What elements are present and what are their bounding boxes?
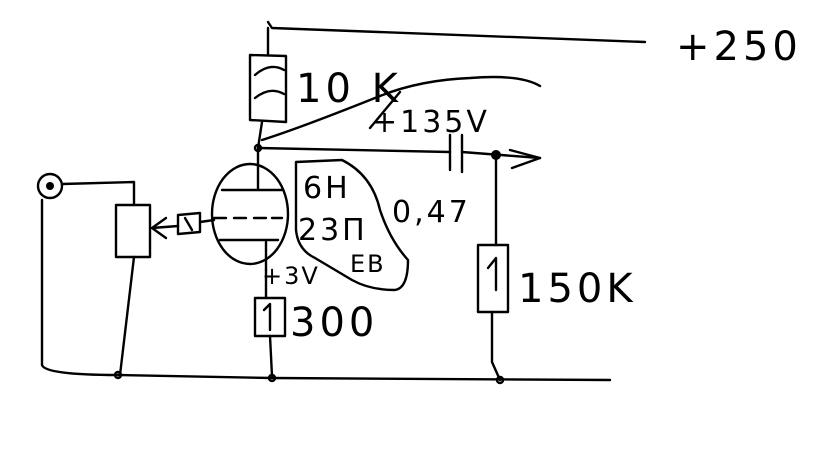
cathode-resistor-mark bbox=[262, 302, 272, 332]
capacitor-label: 0,47 bbox=[392, 195, 471, 230]
pot-wiper-arrow bbox=[150, 216, 180, 240]
ground-junction-cathode bbox=[267, 373, 277, 383]
input-wire bbox=[40, 180, 136, 377]
cathode-voltage-label: +3V bbox=[262, 262, 320, 290]
anode-resistor-label: 10 K bbox=[296, 66, 402, 112]
cathode-resistor-label: 300 bbox=[290, 300, 378, 346]
ground-junction-grid bbox=[495, 375, 505, 385]
coupling-capacitor bbox=[448, 133, 464, 174]
grid-resistor-wire bbox=[490, 156, 502, 382]
vacuum-tube bbox=[210, 162, 290, 266]
tube-cathode bbox=[218, 238, 280, 272]
tube-type-label-3: EB bbox=[350, 250, 386, 278]
grid-stopper-resistor bbox=[176, 211, 202, 236]
grid-resistor bbox=[476, 243, 510, 314]
volume-potentiometer bbox=[114, 203, 152, 259]
pot-wire bbox=[118, 255, 136, 377]
grid-resistor-mark bbox=[486, 256, 498, 292]
input-jack bbox=[36, 172, 64, 200]
grid-wire bbox=[198, 218, 216, 224]
output-junction bbox=[491, 150, 501, 160]
supply-wire bbox=[266, 20, 647, 44]
anode-resistor bbox=[248, 53, 288, 124]
voltage-callout-arrow bbox=[260, 75, 542, 142]
cathode-resistor bbox=[253, 296, 287, 338]
tube-type-label-1: 6H bbox=[303, 171, 351, 206]
supply-voltage-label: +250 bbox=[676, 24, 802, 70]
input-jack-center bbox=[46, 182, 54, 190]
tube-label-outline bbox=[294, 158, 410, 292]
tube-type-label-2: 23П bbox=[298, 213, 368, 248]
tube-anode-plate bbox=[220, 146, 284, 192]
ground-rail bbox=[116, 373, 612, 382]
cathode-wire bbox=[264, 268, 274, 378]
anode-voltage-label: +135V bbox=[372, 105, 490, 140]
anode-wire bbox=[256, 26, 270, 150]
ground-junction-pot bbox=[113, 370, 123, 380]
output-arrow bbox=[508, 148, 542, 170]
grid-resistor-label: 150K bbox=[518, 266, 637, 312]
